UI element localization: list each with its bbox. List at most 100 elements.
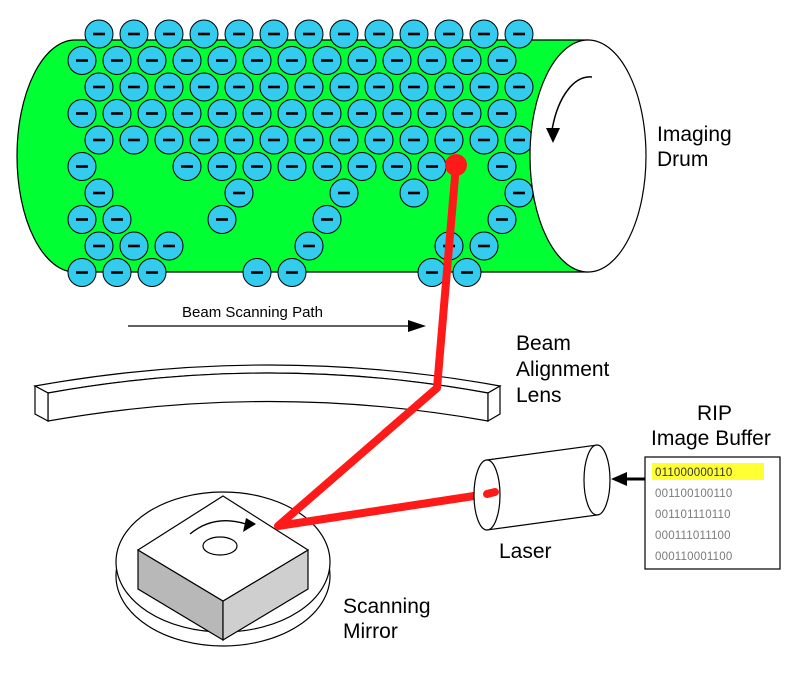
rip-image-buffer: 011000000110 001100100110 001101110110 0… [644,456,781,570]
toner-particle [207,152,237,181]
beam-alignment-lens [33,364,502,423]
toner-particle [67,99,97,128]
toner-particle [487,46,517,75]
toner-particle [487,99,517,128]
toner-particle [172,46,202,75]
toner-particle [347,99,377,128]
toner-particle [469,125,499,155]
lens-right-end [487,384,501,423]
toner-particle [417,258,447,287]
toner-particle [277,152,307,181]
toner-particle [119,19,149,49]
toner-particle [172,152,202,181]
laser-back-end [583,444,611,516]
lens-left-end [34,384,49,423]
toner-particle [224,72,254,102]
toner-particle [399,72,429,102]
toner-particle [67,46,97,75]
toner-particle [102,99,132,128]
toner-particle [67,152,97,181]
toner-particle [364,19,394,49]
rotation-arrow-icon [551,76,593,131]
toner-particle [312,205,342,234]
beam-path [274,161,491,530]
toner-particle [364,72,394,102]
toner-particle [347,46,377,75]
drum-end-cap [529,39,647,273]
toner-particle [189,72,219,102]
toner-particle [329,72,359,102]
mirror-rotation-arrow-icon [189,520,247,535]
toner-particle [312,46,342,75]
toner-particle [294,125,324,155]
buffer-highlight [652,463,764,480]
toner-particle [452,258,482,287]
beam-scanning-path-arrow [128,320,426,332]
toner-particle [487,152,517,181]
toner-particle [102,258,132,287]
toner-particle [154,231,184,261]
toner-particle [242,99,272,128]
beam-spot [445,154,467,176]
toner-particle [504,19,534,49]
imaging-drum-label-line2: Drum [657,148,708,171]
scanning-mirror [115,491,331,647]
toner-particle [242,46,272,75]
toner-particle [137,46,167,75]
laser-label: Laser [499,540,552,563]
toner-particle [102,46,132,75]
laser [473,444,611,531]
beam-alignment-lens-label-line1: Beam [516,332,571,355]
toner-particle [259,19,289,49]
laser-body [486,444,598,531]
toner-particle [399,125,429,155]
toner-particle [67,258,97,287]
toner-particle [417,46,447,75]
toner-particle [504,72,534,102]
toner-particle [487,205,517,234]
toner-particle [452,99,482,128]
beam-scanning-path-label: Beam Scanning Path [182,304,323,321]
rip-label-line2: Image Buffer [651,427,771,450]
toner-particle [84,19,114,49]
toner-particle [329,178,359,208]
toner-particle [102,205,132,234]
toner-particle [154,125,184,155]
toner-particle [329,125,359,155]
toner-particle [154,72,184,102]
drum-end-ellipse [529,39,647,273]
toner-particle [382,152,412,181]
toner-particle [382,99,412,128]
toner-particle [242,152,272,181]
buffer-row-4: 000111011100 [655,530,731,542]
scanning-mirror-label-line2: Mirror [343,620,398,643]
beam-alignment-lens-label-line2: Alignment [516,358,610,381]
toner-particle [347,152,377,181]
toner-particles [67,19,534,287]
rotation-arrowhead-icon [546,128,560,143]
toner-particle [224,19,254,49]
arrowhead-icon [408,320,426,332]
buffer-row-3: 001101110110 [655,509,731,521]
toner-particle [417,152,447,181]
toner-particle [469,72,499,102]
toner-particle [242,258,272,287]
toner-particle [294,19,324,49]
buffer-arrowhead-icon [611,472,627,486]
toner-particle [294,72,324,102]
toner-particle [277,99,307,128]
buffer-row-5: 000110001100 [655,551,732,563]
toner-particle [277,258,307,287]
buffer-to-laser-arrow [611,472,645,486]
toner-particle [312,99,342,128]
toner-particle [207,99,237,128]
toner-particle [137,258,167,287]
toner-particle [312,152,342,181]
toner-particle [399,19,429,49]
toner-particle [137,99,167,128]
beam-alignment-lens-label-line3: Lens [516,384,562,407]
toner-particle [207,205,237,234]
toner-particle [364,125,394,155]
toner-particle [504,178,534,208]
